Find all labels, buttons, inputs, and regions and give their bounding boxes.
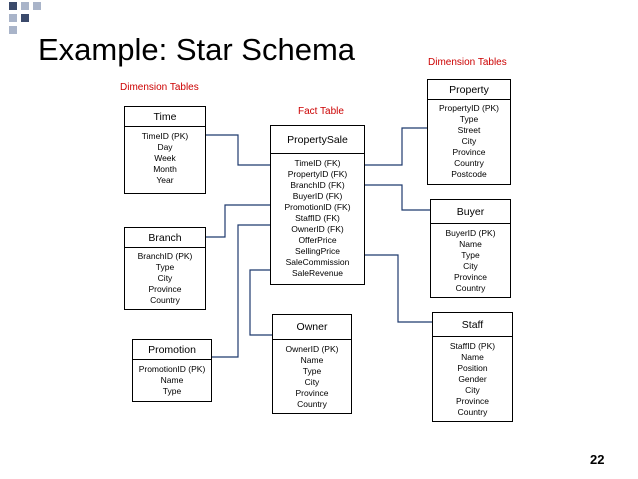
time-table: Time TimeID (PK) Day Week Month Year xyxy=(124,106,206,194)
field: Province xyxy=(295,388,329,398)
field: Month xyxy=(153,164,177,174)
field: Year xyxy=(156,175,174,185)
field: Week xyxy=(154,153,176,163)
field: Country xyxy=(297,399,327,409)
owner-table-header: Owner xyxy=(273,315,351,340)
field: Country xyxy=(455,283,486,293)
field: Country xyxy=(457,407,488,417)
connector-branch xyxy=(205,204,270,238)
promotion-table-fields: PromotionID (PK) Name Type xyxy=(133,360,211,397)
field: Gender xyxy=(458,374,487,384)
field: Country xyxy=(150,295,180,305)
connector-owner xyxy=(249,269,272,336)
owner-table-fields: OwnerID (PK) Name Type City Province Cou… xyxy=(273,340,351,410)
property-table-fields: PropertyID (PK) Type Street City Provinc… xyxy=(428,100,510,180)
field: Type xyxy=(162,386,182,396)
field: BranchID (FK) xyxy=(290,180,345,190)
owner-table: Owner OwnerID (PK) Name Type City Provin… xyxy=(272,314,352,414)
deco-square xyxy=(9,26,17,34)
dimension-tables-label-right: Dimension Tables xyxy=(428,57,507,68)
field: City xyxy=(157,273,173,283)
connector-promotion xyxy=(212,224,270,358)
slide-title: Example: Star Schema xyxy=(38,32,356,67)
branch-table-fields: BranchID (PK) Type City Province Country xyxy=(125,248,205,306)
page-number: 22 xyxy=(590,452,605,467)
field: OwnerID (PK) xyxy=(285,344,339,354)
field: SaleRevenue xyxy=(291,268,344,278)
deco-square xyxy=(21,14,29,22)
buyer-table-header: Buyer xyxy=(431,200,510,224)
field: Position xyxy=(457,363,488,373)
staff-table: Staff StaffID (PK) Name Position Gender … xyxy=(432,312,513,422)
property-table: Property PropertyID (PK) Type Street Cit… xyxy=(427,79,511,185)
propertysale-table-fields: TimeID (FK) PropertyID (FK) BranchID (FK… xyxy=(271,154,364,279)
property-table-header: Property xyxy=(428,80,510,100)
field: Province xyxy=(455,396,490,406)
field: Type xyxy=(459,114,479,124)
promotion-table: Promotion PromotionID (PK) Name Type xyxy=(132,339,212,402)
connector-property xyxy=(365,127,427,166)
field: StaffID (PK) xyxy=(449,341,496,351)
field: PropertyID (PK) xyxy=(439,103,499,113)
connector-staff xyxy=(365,254,432,323)
field: TimeID (FK) xyxy=(294,158,341,168)
field: SellingPrice xyxy=(295,246,340,256)
time-table-header: Time xyxy=(125,107,205,127)
field: BranchID (PK) xyxy=(137,251,193,261)
deco-square xyxy=(21,2,29,10)
fact-table-label: Fact Table xyxy=(298,106,344,117)
staff-table-fields: StaffID (PK) Name Position Gender City P… xyxy=(433,337,512,418)
field: OfferPrice xyxy=(298,235,337,245)
propertysale-table-header: PropertySale xyxy=(271,126,364,154)
promotion-table-header: Promotion xyxy=(133,340,211,360)
field: Province xyxy=(453,272,488,282)
field: Day xyxy=(157,142,173,152)
branch-table-header: Branch xyxy=(125,228,205,248)
deco-square xyxy=(9,14,17,22)
field: PropertyID (FK) xyxy=(287,169,348,179)
field: SaleCommission xyxy=(285,257,350,267)
field: Type xyxy=(461,250,480,260)
field: Postcode xyxy=(451,169,487,179)
field: City xyxy=(465,385,480,395)
field: Country xyxy=(454,158,484,168)
field: City xyxy=(304,377,320,387)
field: OwnerID (FK) xyxy=(291,224,344,234)
field: BuyerID (FK) xyxy=(292,191,343,201)
field: BuyerID (PK) xyxy=(445,228,496,238)
field: TimeID (PK) xyxy=(141,131,189,141)
dimension-tables-label-left: Dimension Tables xyxy=(120,82,199,93)
field: Type xyxy=(155,262,175,272)
deco-square xyxy=(9,2,17,10)
field: StaffID (FK) xyxy=(295,213,340,223)
field: Type xyxy=(302,366,322,376)
time-table-fields: TimeID (PK) Day Week Month Year xyxy=(125,127,205,186)
deco-square xyxy=(33,2,41,10)
staff-table-header: Staff xyxy=(433,313,512,337)
propertysale-fact-table: PropertySale TimeID (FK) PropertyID (FK)… xyxy=(270,125,365,285)
connector-time xyxy=(205,134,270,166)
branch-table: Branch BranchID (PK) Type City Province … xyxy=(124,227,206,310)
field: Province xyxy=(452,147,486,157)
field: Name xyxy=(461,352,484,362)
buyer-table: Buyer BuyerID (PK) Name Type City Provin… xyxy=(430,199,511,298)
field: Name xyxy=(459,239,482,249)
field: Name xyxy=(160,375,184,385)
field: Province xyxy=(148,284,182,294)
buyer-table-fields: BuyerID (PK) Name Type City Province Cou… xyxy=(431,224,510,294)
field: Street xyxy=(457,125,481,135)
field: PromotionID (PK) xyxy=(138,364,206,374)
field: City xyxy=(463,261,478,271)
field: Name xyxy=(300,355,324,365)
field: PromotionID (FK) xyxy=(284,202,351,212)
connector-buyer xyxy=(365,184,430,211)
field: City xyxy=(461,136,477,146)
